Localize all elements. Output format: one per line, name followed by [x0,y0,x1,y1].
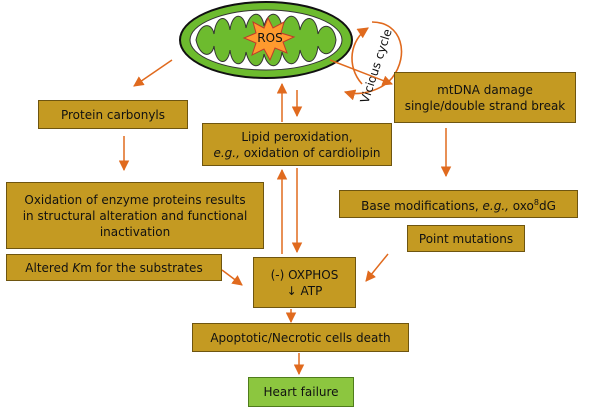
base-sup: 8 [533,197,539,207]
mtdna-line1: mtDNA damage [437,82,533,97]
km-m: m [80,260,92,275]
heart-failure-box: Heart failure [248,377,354,407]
mtdna-line2: single/double strand break [404,98,566,113]
base-label: Base modifications, e.g., oxo8dG [361,195,556,214]
oxphos-line2: ↓ ATP [286,283,323,298]
arrow-point-to-oxphos [365,253,389,282]
base-eg: e.g., [482,198,509,213]
oxphos-box: (-) OXPHOS ↓ ATP [253,257,356,308]
lipid-line2: e.g., oxidation of cardiolipin [213,145,380,161]
lipid-eg: e.g., [213,145,240,160]
arrow-km-to-oxphos [221,269,243,286]
oxidation-enzyme-box: Oxidation of enzyme proteins results in … [6,182,264,249]
oxidation-line1: Oxidation of enzyme proteins results [24,192,246,207]
altered-km-box: Altered Km for the substrates [6,254,222,281]
protein-carbonyls-box: Protein carbonyls [38,100,188,129]
vicious-cycle-arrow [351,27,369,85]
oxidation-line3: inactivation [99,224,171,239]
lipid-rest: oxidation of cardiolipin [239,145,381,160]
base-mid: oxo [508,198,534,213]
lipid-peroxidation-box: Lipid peroxidation, e.g., oxidation of c… [202,123,392,166]
ros-burst-icon [242,16,296,62]
ros-label: ROS [257,31,282,45]
vicious-cycle-label: Vicious cycle [358,27,395,105]
base-pre: Base modifications, [361,198,483,213]
arrow-mito-to-carbonyls [133,59,173,87]
mtdna-damage-box: mtDNA damage single/double strand break [394,72,576,123]
protein-carbonyls-label: Protein carbonyls [60,107,165,122]
apoptotic-box: Apoptotic/Necrotic cells death [192,323,409,352]
apoptotic-label: Apoptotic/Necrotic cells death [210,330,391,345]
base-modifications-box: Base modifications, e.g., oxo8dG [339,190,578,218]
point-mutations-label: Point mutations [418,231,514,246]
km-pre: Altered [25,260,73,275]
oxidation-line2: in structural alteration and functional [22,208,248,223]
base-post: dG [538,198,556,213]
lipid-line1: Lipid peroxidation, [241,129,353,144]
point-mutations-box: Point mutations [407,225,525,252]
arrow-mito-to-mtdna [329,59,393,86]
km-post: for the substrates [92,260,203,275]
km-k: K [72,260,81,275]
oxphos-line1: (-) OXPHOS [270,267,339,282]
heart-failure-label: Heart failure [263,385,339,399]
km-label: Altered Km for the substrates [25,260,202,276]
